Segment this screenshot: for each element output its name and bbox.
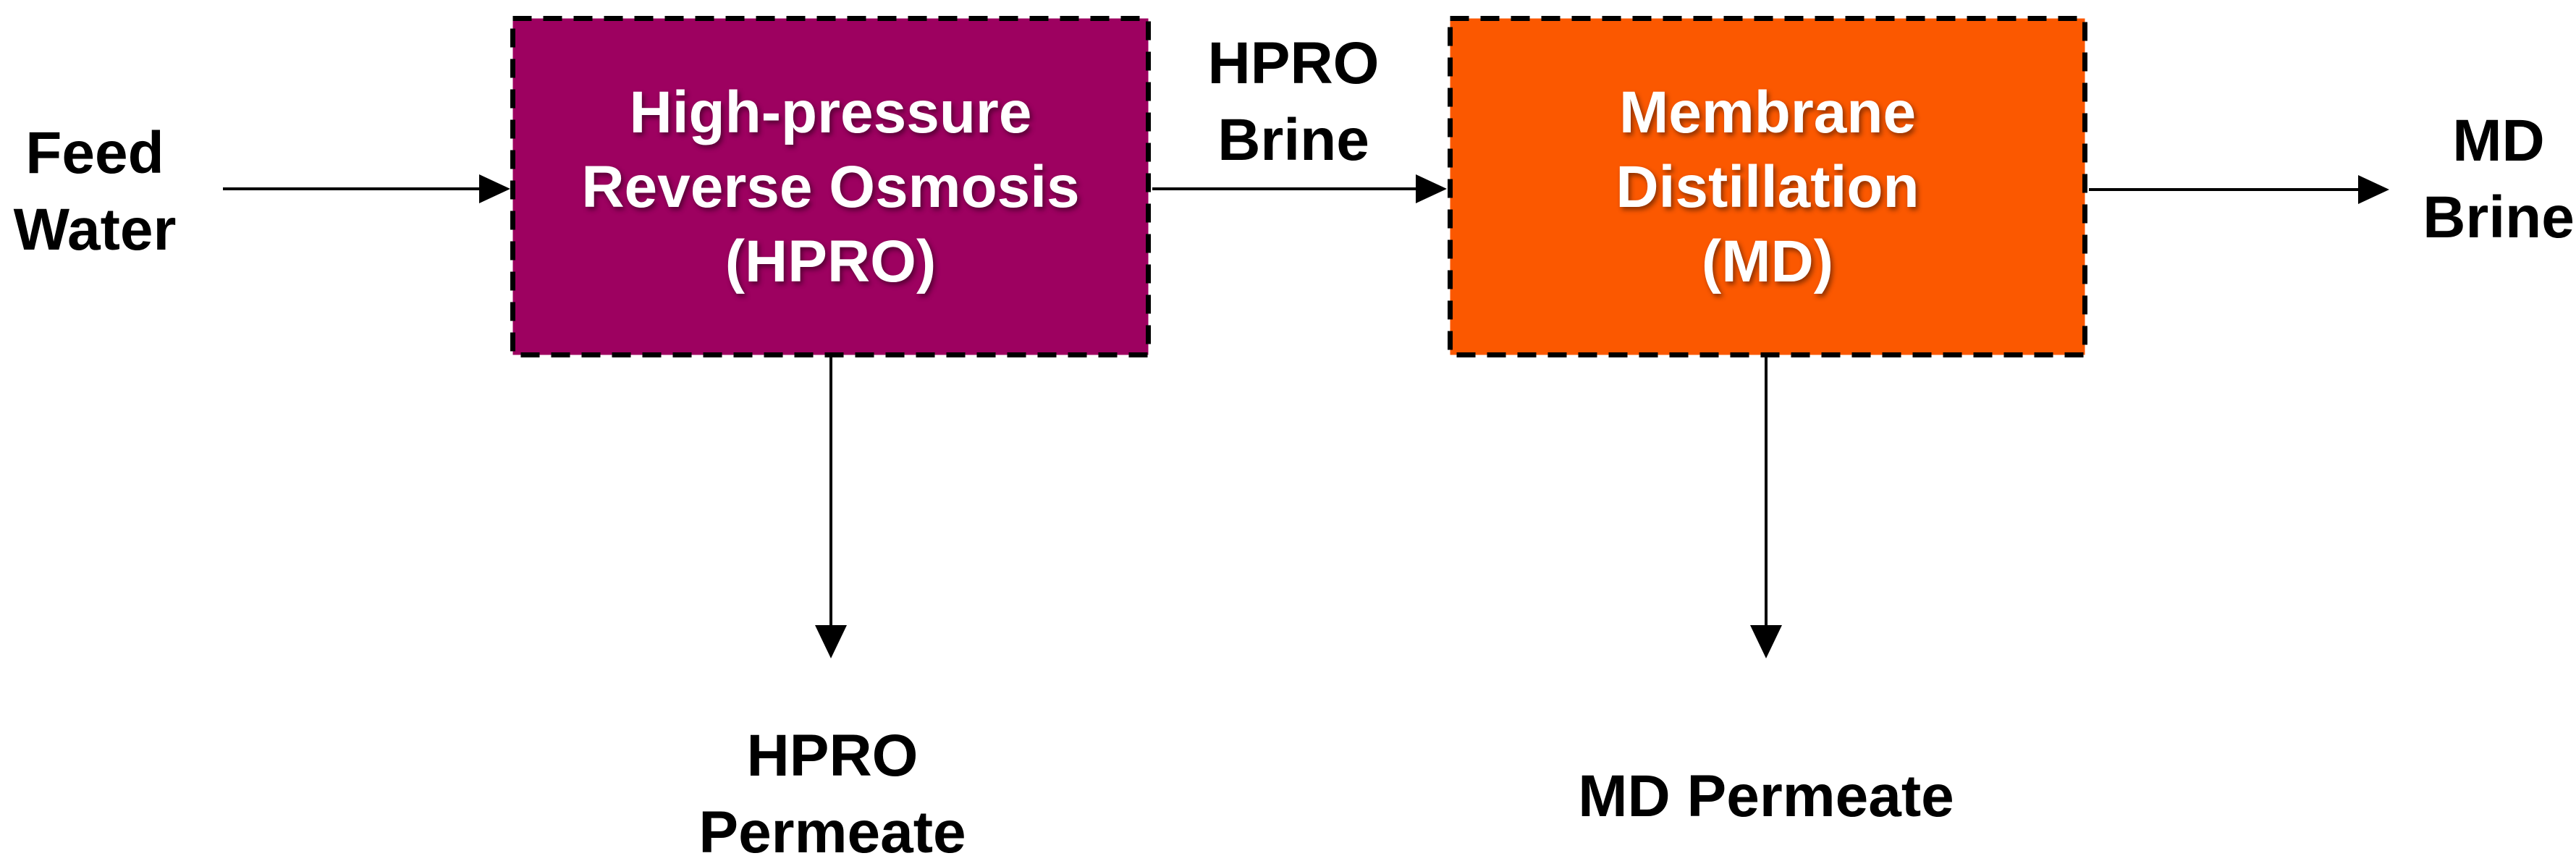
md-brine-arrow [2089, 175, 2389, 204]
hpro-brine-arrow [1152, 174, 1447, 203]
feed-water-arrow [223, 174, 510, 203]
hpro-permeate-arrow [815, 357, 847, 658]
md-permeate-arrow [1750, 357, 1782, 658]
hpro-box-shape [510, 16, 1151, 357]
md-box-shape [1448, 16, 2087, 357]
